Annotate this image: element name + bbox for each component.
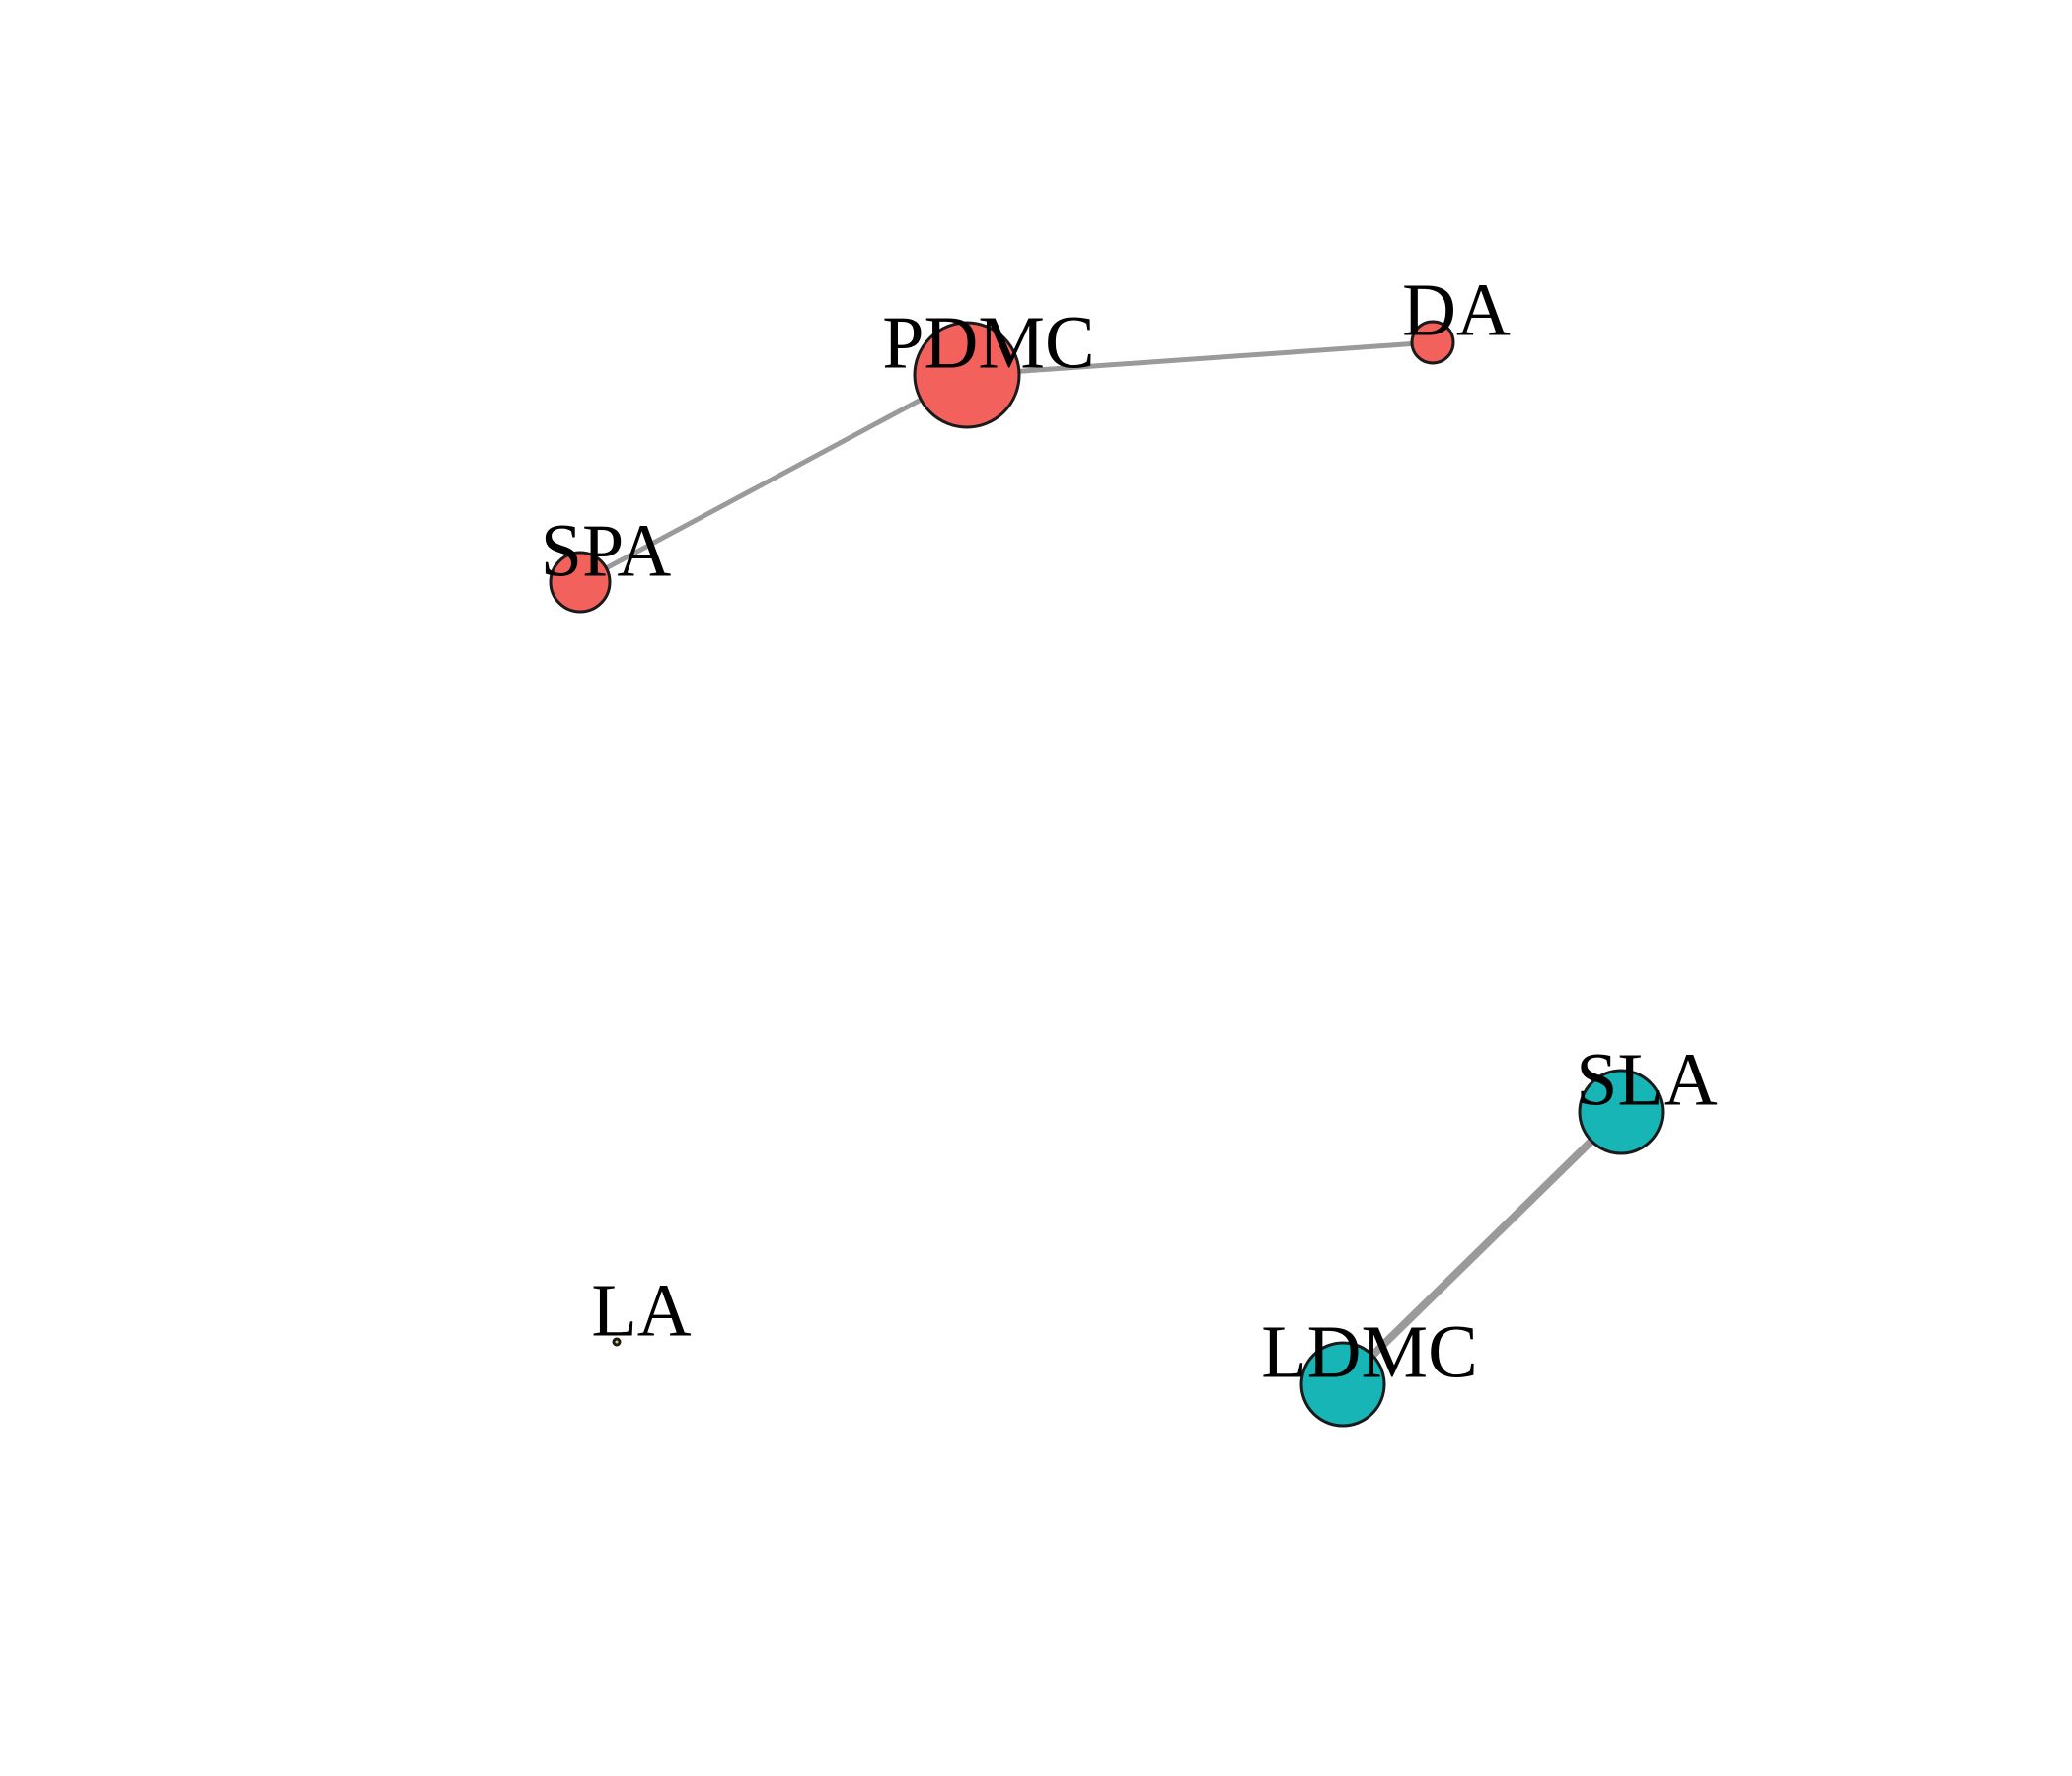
edges-layer	[578, 339, 1624, 1387]
node-label-sla: SLA	[1576, 1038, 1718, 1121]
node-label-pdmc: PDMC	[882, 301, 1094, 384]
node-spa	[549, 551, 612, 614]
node-label-ldmc: LDMC	[1261, 1310, 1478, 1393]
edge-sla-ldmc	[1340, 1109, 1624, 1387]
node-label-spa: SPA	[541, 509, 672, 592]
node-pdmc	[913, 321, 1021, 429]
node-label-la: LA	[591, 1269, 691, 1352]
edge-pdmc-da	[966, 339, 1434, 378]
edge-pdmc-spa	[578, 372, 969, 585]
node-da	[1410, 320, 1455, 365]
node-ldmc	[1299, 1341, 1386, 1428]
node-sla	[1578, 1069, 1665, 1155]
node-label-da: DA	[1402, 268, 1511, 351]
nodes-layer	[549, 320, 1665, 1428]
node-la	[612, 1337, 622, 1347]
labels-layer: PDMC DA SPA SLA LDMC LA	[541, 268, 1718, 1393]
